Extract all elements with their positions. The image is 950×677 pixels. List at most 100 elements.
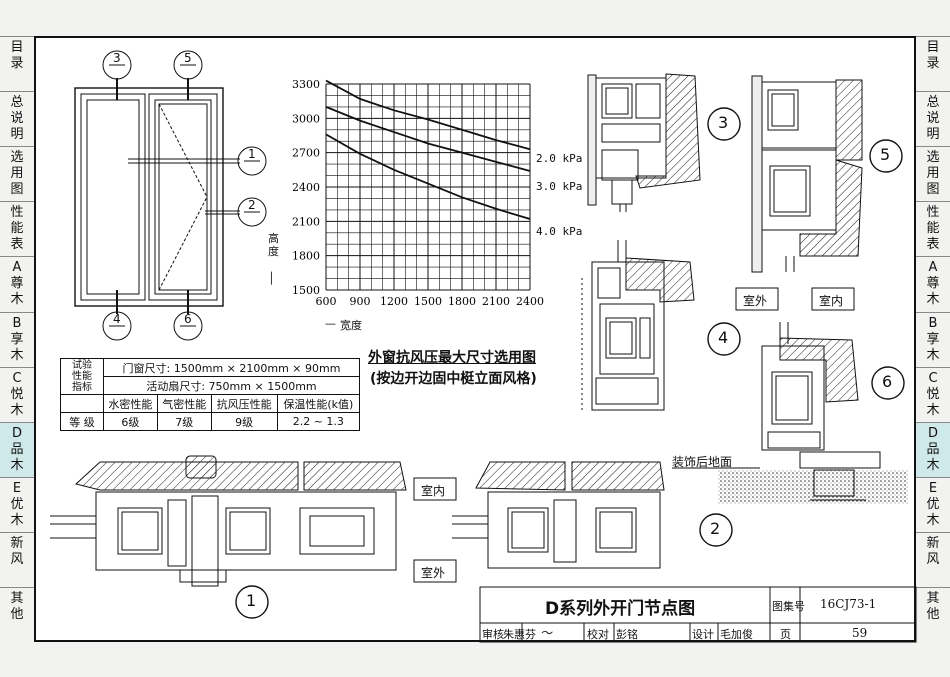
callout-6-number: 6	[184, 312, 192, 326]
table-subheader-index	[60, 394, 104, 413]
nav-tab-2[interactable]: 选用图	[0, 146, 34, 201]
hdr-perf: 性能	[72, 371, 92, 382]
node-number-5: 5	[880, 145, 891, 164]
page-label: 页	[780, 628, 791, 641]
nav-tab-3[interactable]: 性能表	[0, 201, 34, 256]
curve-label-3kpa: 3.0 kPa	[536, 180, 583, 193]
y-tick-label: 3000	[292, 112, 320, 125]
curve-series-0	[325, 79, 531, 151]
node-circle-1	[235, 585, 269, 619]
outdoor-label-box-2	[735, 287, 779, 311]
callout-2-number: 2	[248, 198, 256, 212]
nav-tab-0[interactable]: 目录	[916, 36, 950, 91]
drawing-sheet	[34, 36, 916, 642]
check-label: 校对	[587, 628, 609, 641]
nav-tab-0[interactable]: 目录	[0, 36, 34, 91]
y-tick-label: 2700	[292, 147, 320, 160]
nav-tab-2[interactable]: 选用图	[916, 146, 950, 201]
table-corner-header: 试验 性能 指标项目	[60, 358, 104, 395]
y-tick-label: 1500	[292, 284, 320, 297]
x-tick-label: 1500	[414, 295, 442, 308]
chart-x-label: 宽度	[340, 319, 362, 332]
node-detail-3	[587, 73, 701, 212]
val-thermal: 2.2 ~ 1.3	[276, 412, 361, 431]
node-circle-2	[699, 513, 733, 547]
x-tick-label: 1200	[380, 295, 408, 308]
chart-caption: 外窗抗风压最大尺寸选用图	[368, 350, 536, 366]
nav-tab-10[interactable]: 其他	[0, 587, 34, 642]
val-air: 7级	[156, 412, 212, 431]
outdoor-label-box	[413, 559, 457, 583]
val-water: 6级	[103, 412, 158, 431]
y-tick-label: 2400	[292, 181, 320, 194]
node-detail-5	[751, 75, 863, 273]
col-wind: 抗风压性能	[210, 394, 278, 413]
chart-y-label: 高度	[268, 232, 279, 258]
node-number-2: 2	[710, 519, 721, 538]
x-tick-label: 1800	[448, 295, 476, 308]
callout-5-number: 5	[184, 51, 192, 65]
node-number-6: 6	[882, 372, 893, 391]
curve-series-2	[325, 133, 531, 220]
section-detail-2	[452, 461, 665, 569]
designer-name: 毛加俊	[720, 628, 753, 641]
callout-3-number: 3	[113, 51, 121, 65]
node-number-4: 4	[718, 328, 729, 347]
outdoor-label: 室外	[421, 566, 446, 580]
x-axis-arrow: —	[325, 317, 336, 330]
nav-tab-10[interactable]: 其他	[916, 587, 950, 642]
door-size: 门窗尺寸: 1500mm × 2100mm × 90mm	[103, 358, 360, 377]
y-axis-arrow: │	[268, 272, 275, 285]
y-tick-label: 2100	[292, 215, 320, 228]
node-circle-3	[707, 107, 741, 141]
callout-1-number: 1	[248, 147, 256, 161]
hdr-test: 试验	[72, 360, 92, 371]
page-number: 59	[852, 626, 868, 640]
val-wind: 9级	[210, 412, 278, 431]
nav-tab-9[interactable]: 新风	[916, 531, 950, 587]
y-tick-label: 1800	[292, 250, 320, 263]
col-thermal: 保温性能(k值)	[276, 394, 361, 413]
curve-label-4kpa: 4.0 kPa	[536, 225, 583, 238]
col-water: 水密性能	[103, 394, 158, 413]
indoor-label-box	[413, 477, 457, 501]
design-label: 设计	[692, 628, 714, 641]
callout-4-number: 4	[113, 312, 121, 326]
x-tick-label: 600	[316, 295, 337, 308]
performance-table: 试验 性能 指标项目 门窗尺寸: 1500mm × 2100mm × 90mm …	[60, 358, 361, 431]
x-tick-label: 2400	[516, 295, 544, 308]
curve-series-1	[325, 106, 531, 172]
nav-tab-9[interactable]: 新风	[0, 531, 34, 587]
atlas-number: 16CJ73-1	[820, 597, 877, 611]
x-tick-label: 2100	[482, 295, 510, 308]
y-tick-label: 3300	[292, 78, 320, 91]
sash-size: 活动扇尺寸: 750mm × 1500mm	[103, 376, 360, 395]
chart-subcaption: (按边开边固中梃立面风格)	[370, 371, 537, 387]
atlas-label: 图集号	[772, 600, 805, 613]
indoor-label-2: 室内	[819, 294, 844, 308]
node-number-3: 3	[718, 113, 729, 132]
review-label: 审核	[482, 628, 504, 641]
node-number-1: 1	[246, 591, 257, 610]
node-circle-5	[869, 139, 903, 173]
reviewer-name: 朱惠芬	[503, 628, 536, 641]
x-tick-label: 900	[350, 295, 371, 308]
nav-tab-1[interactable]: 总说明	[916, 91, 950, 146]
section-detail-1	[50, 455, 407, 587]
drawing-title: D系列外开门节点图	[545, 599, 696, 619]
hdr-index: 指标	[72, 382, 92, 393]
nav-tab-1[interactable]: 总说明	[0, 91, 34, 146]
nav-tab-3[interactable]: 性能表	[916, 201, 950, 256]
floor-hatch	[718, 470, 908, 504]
wind-pressure-chart: 600 900 1200 1500 1800 2100 2400 3300 3000 2700 24…	[292, 78, 544, 308]
